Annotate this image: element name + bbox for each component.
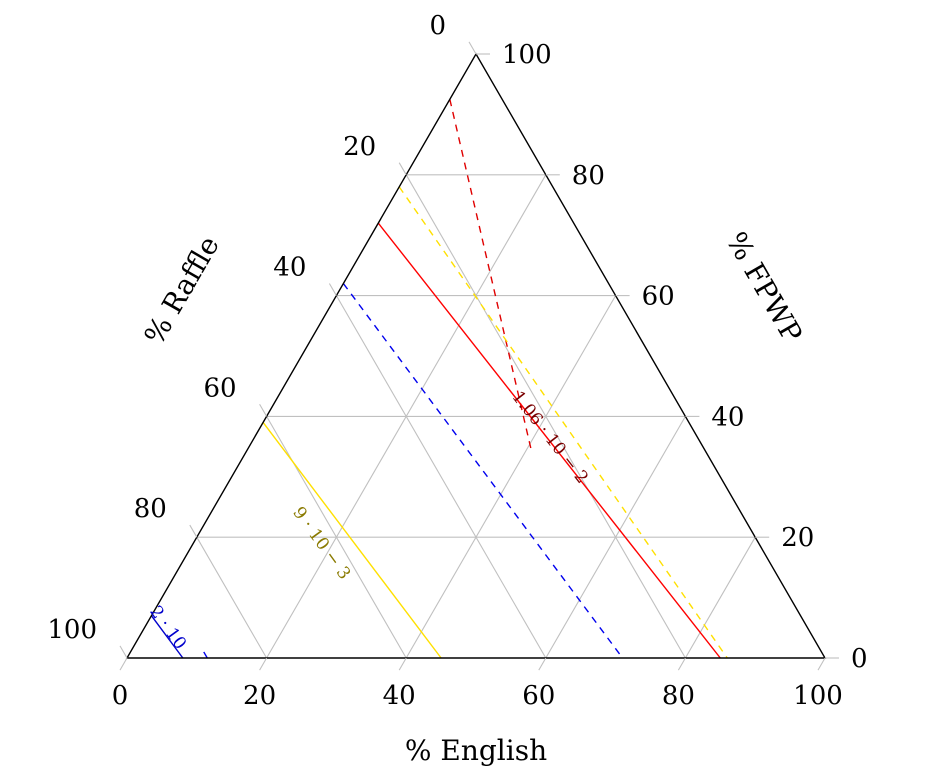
tick-label-english-20: 20: [243, 681, 276, 711]
axis-title-fpwp: % FPWP: [720, 226, 809, 348]
contour-line-1: [449, 99, 533, 453]
tick-label-fpwp-20: 20: [781, 523, 814, 553]
contour-line-5: [262, 422, 442, 659]
tick-label-fpwp-0: 0: [851, 644, 868, 674]
contour-line-7: [201, 648, 208, 659]
contour-label-9e-3: 9 · 10 − 3: [288, 503, 354, 583]
tick-raffle-80: [189, 524, 198, 538]
triangle-outline: [125, 52, 827, 659]
tick-label-english-40: 40: [383, 681, 416, 711]
contour-line-3: [398, 186, 728, 659]
tick-raffle-40: [328, 283, 337, 296]
grid-layer: [196, 174, 756, 659]
tick-label-english-0: 0: [112, 681, 129, 711]
tick-english-60: [538, 657, 547, 671]
tick-english-20: [259, 657, 268, 671]
label-layer: 0002020204040406060608080801001001001.06…: [47, 11, 867, 711]
tick-label-english-60: 60: [522, 681, 555, 711]
tick-raffle-0: [468, 41, 477, 55]
axis-title-english: % English: [405, 734, 547, 767]
tick-english-100: [817, 657, 826, 671]
tick-raffle-20: [398, 162, 407, 176]
contour-line-6: [150, 615, 184, 659]
tick-label-raffle-20: 20: [343, 132, 376, 162]
grid-line-raffle-80: [196, 536, 268, 659]
tick-label-fpwp-40: 40: [711, 402, 744, 432]
tick-label-english-80: 80: [662, 681, 695, 711]
contour-label-2e: 2 · 10: [145, 602, 190, 653]
tick-label-fpwp-60: 60: [642, 282, 675, 312]
tick-english-80: [677, 657, 686, 671]
tick-label-fpwp-80: 80: [572, 161, 605, 191]
tick-label-english-100: 100: [793, 681, 843, 711]
tick-label-raffle-60: 60: [204, 373, 237, 403]
tick-label-raffle-0: 0: [429, 11, 446, 41]
tick-label-raffle-40: 40: [273, 253, 306, 283]
grid-line-english-40: [405, 295, 617, 659]
grid-line-raffle-60: [266, 416, 407, 659]
grid-line-raffle-40: [335, 295, 547, 659]
tick-layer: [119, 41, 839, 671]
triangle-frame: [125, 52, 827, 659]
tick-raffle-100: [119, 645, 128, 659]
tick-english-0: [119, 657, 128, 671]
tick-english-40: [398, 657, 407, 671]
contour-layer: [150, 99, 728, 659]
tick-label-fpwp-100: 100: [502, 40, 552, 70]
grid-line-english-60: [545, 416, 686, 659]
axis-title-raffle: % Raffle: [138, 230, 226, 350]
tick-label-raffle-80: 80: [134, 494, 167, 524]
tick-raffle-60: [259, 404, 268, 417]
contour-line-2: [377, 222, 721, 659]
grid-line-english-80: [684, 536, 756, 659]
tick-label-raffle-100: 100: [47, 615, 97, 645]
